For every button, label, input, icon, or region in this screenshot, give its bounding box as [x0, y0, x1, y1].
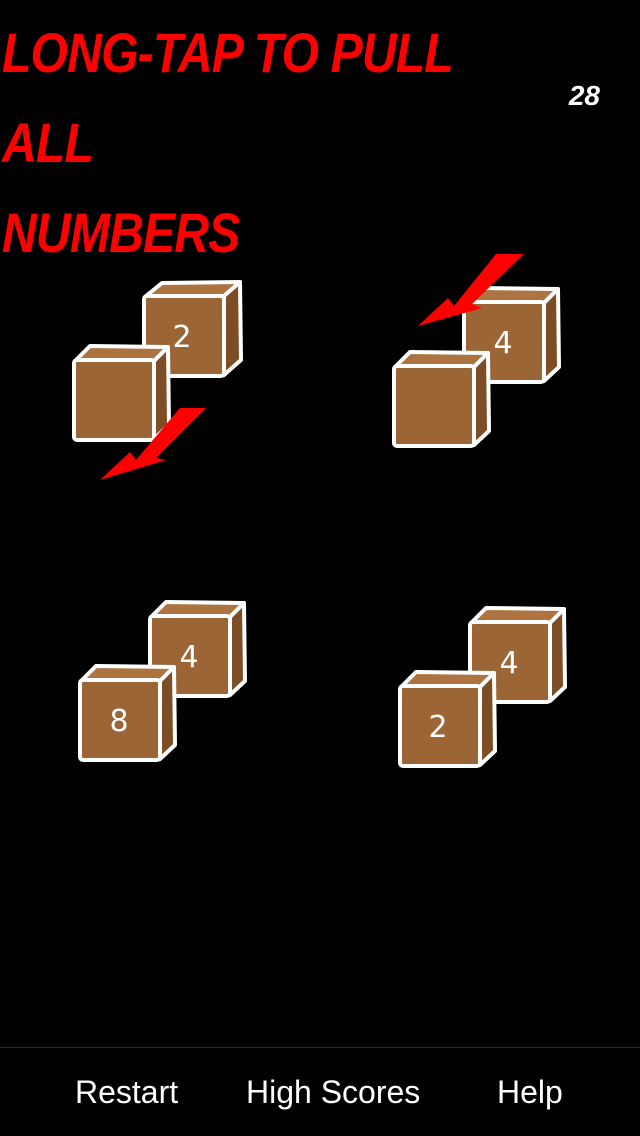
instruction-line-1: LONG-TAP TO PULL ALL [2, 21, 453, 174]
help-button[interactable]: Help [497, 1074, 563, 1110]
tile-pair-2[interactable]: 4 [392, 254, 561, 448]
tile-pair-3[interactable]: 4 8 [78, 600, 247, 762]
tile-number: 2 [428, 710, 447, 745]
tile-pair-4[interactable]: 4 2 [398, 606, 567, 768]
tile-number: 4 [499, 646, 518, 681]
tile-number: 2 [172, 320, 191, 355]
board-canvas: 2 4 [72, 254, 567, 768]
tile-pair-1[interactable]: 2 [72, 280, 243, 480]
back-cube[interactable]: 2 [142, 280, 243, 378]
back-cube[interactable]: 4 [148, 600, 247, 698]
tile-number: 4 [179, 640, 198, 675]
score-counter: 28 [568, 80, 600, 111]
tile-number: 4 [493, 326, 512, 361]
tile-number: 8 [109, 704, 128, 739]
bottom-toolbar: Restart High Scores Help [0, 1047, 640, 1136]
game-board: 2 4 [72, 254, 567, 768]
pull-down-left-arrow-icon [100, 408, 206, 480]
instruction-banner: LONG-TAP TO PULL ALL NUMBERS [2, 8, 484, 278]
pull-down-left-arrow-icon [418, 254, 524, 326]
instruction-line-2: NUMBERS [2, 201, 240, 264]
restart-button[interactable]: Restart [75, 1074, 179, 1110]
front-cube[interactable] [72, 344, 171, 442]
front-cube[interactable]: 8 [78, 664, 177, 762]
front-cube[interactable]: 2 [398, 670, 497, 768]
high-scores-button[interactable]: High Scores [246, 1074, 421, 1110]
front-cube[interactable] [392, 350, 491, 448]
